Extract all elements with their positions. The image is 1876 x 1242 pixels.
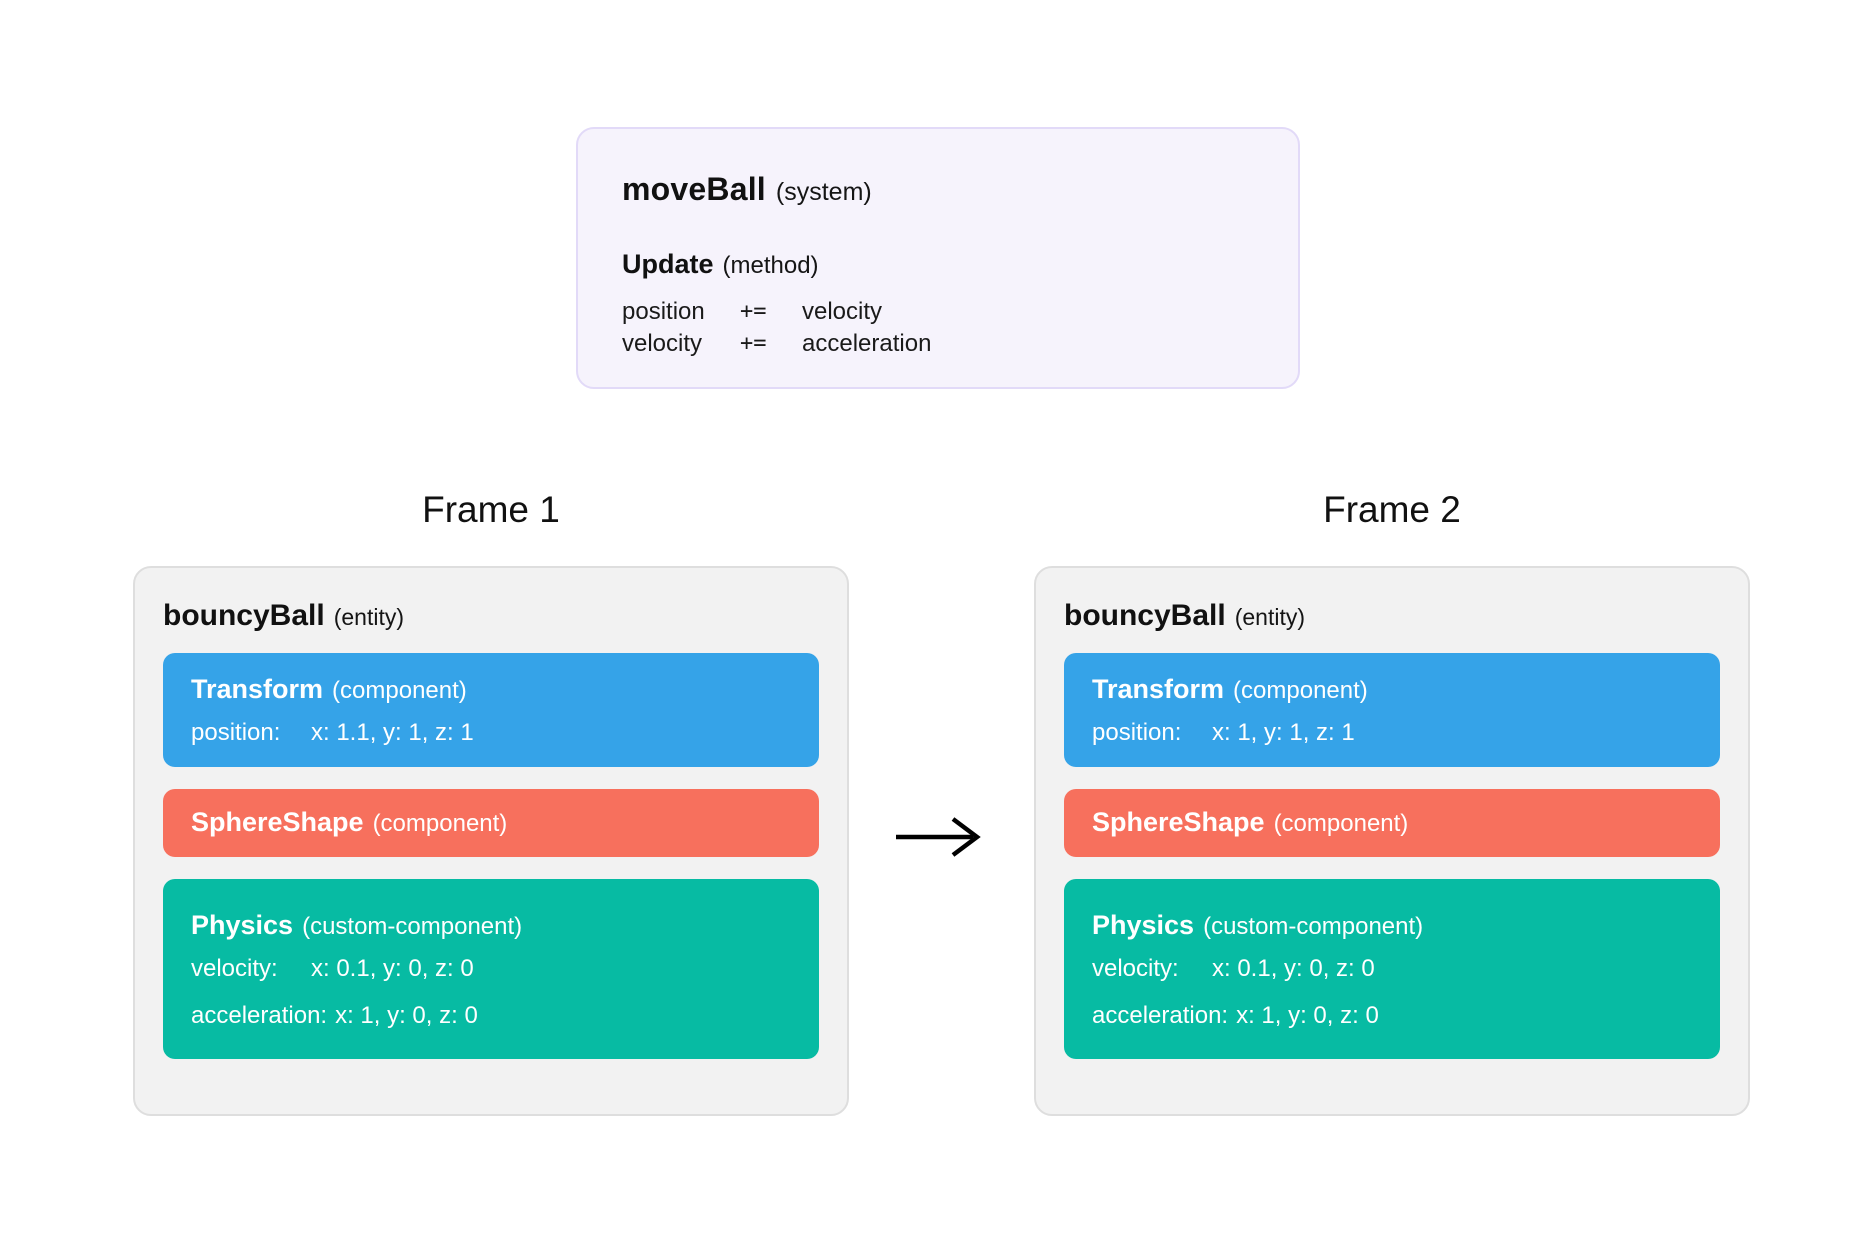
- component-field: velocity: x: 0.1, y: 0, z: 0: [191, 954, 791, 982]
- field-label: acceleration:: [1092, 1001, 1229, 1029]
- component-transform: Transform (component) position: x: 1.1, …: [163, 653, 819, 767]
- code-block: position += velocity velocity += acceler…: [622, 296, 1254, 360]
- entity-tag: (entity): [333, 604, 404, 630]
- field-value: x: 0.1, y: 0, z: 0: [311, 954, 474, 982]
- component-physics: Physics (custom-component) velocity: x: …: [1064, 879, 1720, 1059]
- component-physics: Physics (custom-component) velocity: x: …: [163, 879, 819, 1059]
- field-label: position:: [191, 719, 281, 746]
- code-line: velocity += acceleration: [622, 328, 1254, 360]
- component-field: velocity: x: 0.1, y: 0, z: 0: [1092, 954, 1692, 982]
- system-title-row: moveBall (system): [622, 169, 1254, 212]
- component-tag: (custom-component): [302, 912, 523, 940]
- component-tag: (component): [1233, 677, 1368, 704]
- field-value: x: 1, y: 1, z: 1: [1212, 719, 1355, 746]
- component-header: Transform (component): [191, 674, 791, 706]
- code-rhs: acceleration: [802, 330, 932, 357]
- component-name: Transform: [191, 674, 324, 704]
- entity-tag: (entity): [1234, 604, 1305, 630]
- code-line: position += velocity: [622, 296, 1254, 328]
- component-name: Physics: [1092, 909, 1195, 940]
- component-name: SphereShape: [1092, 807, 1265, 837]
- field-value: x: 1, y: 0, z: 0: [1236, 1001, 1379, 1029]
- field-value: x: 1.1, y: 1, z: 1: [311, 719, 474, 746]
- component-tag: (custom-component): [1203, 912, 1424, 940]
- component-sphereshape: SphereShape (component): [1064, 789, 1720, 857]
- field-value: x: 0.1, y: 0, z: 0: [1212, 954, 1375, 982]
- method-title: Update: [622, 249, 714, 279]
- component-name: SphereShape: [191, 807, 364, 837]
- frame-2-label: Frame 2: [1323, 489, 1461, 530]
- entity-card-frame-2: bouncyBall (entity) Transform (component…: [1034, 566, 1750, 1116]
- component-field: acceleration: x: 1, y: 0, z: 0: [191, 1001, 791, 1029]
- component-field: acceleration: x: 1, y: 0, z: 0: [1092, 1001, 1692, 1029]
- field-value: x: 1, y: 0, z: 0: [335, 1001, 478, 1029]
- component-header: SphereShape (component): [1092, 807, 1692, 839]
- component-sphereshape: SphereShape (component): [163, 789, 819, 857]
- component-transform: Transform (component) position: x: 1, y:…: [1064, 653, 1720, 767]
- entity-name: bouncyBall: [1064, 599, 1226, 632]
- entity-card-frame-1: bouncyBall (entity) Transform (component…: [133, 566, 849, 1116]
- system-title: moveBall: [622, 171, 766, 207]
- code-operator: +=: [740, 299, 767, 324]
- entity-title-row: bouncyBall (entity): [1064, 598, 1720, 635]
- component-field: position: x: 1, y: 1, z: 1: [1092, 720, 1692, 746]
- field-label: acceleration:: [191, 1001, 328, 1029]
- code-operator: +=: [740, 331, 767, 356]
- field-label: position:: [1092, 719, 1182, 746]
- frame-1-label: Frame 1: [422, 489, 560, 530]
- code-rhs: velocity: [802, 298, 883, 325]
- right-arrow-icon: [893, 813, 993, 861]
- code-lhs: position: [622, 298, 705, 325]
- method-title-tag: (method): [722, 252, 819, 279]
- component-tag: (component): [372, 810, 508, 837]
- system-card: moveBall (system) Update (method) positi…: [576, 127, 1300, 389]
- component-name: Physics: [191, 909, 294, 940]
- component-name: Transform: [1092, 674, 1225, 704]
- field-label: velocity:: [1092, 954, 1179, 982]
- method-title-row: Update (method): [622, 248, 1254, 282]
- component-tag: (component): [1273, 810, 1409, 837]
- code-lhs: velocity: [622, 330, 703, 357]
- component-header: SphereShape (component): [191, 807, 791, 839]
- component-header: Physics (custom-component): [1092, 910, 1692, 942]
- field-label: velocity:: [191, 954, 278, 982]
- entity-name: bouncyBall: [163, 599, 325, 632]
- system-title-tag: (system): [775, 178, 872, 206]
- component-tag: (component): [332, 677, 467, 704]
- component-field: position: x: 1.1, y: 1, z: 1: [191, 720, 791, 746]
- component-header: Transform (component): [1092, 674, 1692, 706]
- entity-title-row: bouncyBall (entity): [163, 598, 819, 635]
- component-header: Physics (custom-component): [191, 910, 791, 942]
